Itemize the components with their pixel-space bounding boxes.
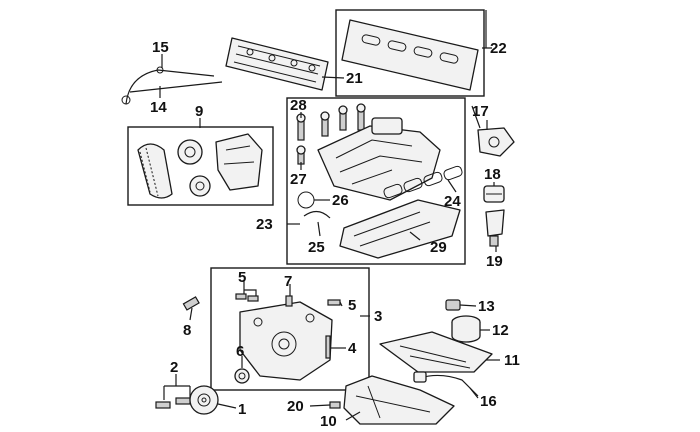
callout-5-right: 5 [348, 297, 356, 314]
dipstick [121, 81, 223, 105]
sensor [485, 209, 505, 247]
callout-11: 11 [504, 352, 520, 369]
callout-10: 10 [320, 413, 337, 430]
thermostat [483, 185, 505, 203]
callout-4: 4 [348, 340, 357, 357]
valley-cover [339, 199, 461, 259]
valve-cover-gasket [341, 19, 479, 91]
leader-lines [159, 10, 500, 421]
callout-6: 6 [236, 343, 244, 360]
callout-21: 21 [346, 70, 363, 87]
callout-26: 26 [332, 192, 349, 209]
sensor-bolt [182, 296, 200, 311]
oil-filter-bolt [445, 299, 461, 311]
callout-9: 9 [195, 103, 203, 120]
intake-gaskets [383, 165, 463, 199]
callout-15: 15 [152, 39, 169, 56]
callout-13: 13 [478, 298, 495, 315]
valve-cover [225, 37, 329, 91]
drain-plug [329, 401, 341, 409]
callout-7: 7 [284, 273, 292, 290]
crank-seal [234, 368, 250, 384]
callout-14: 14 [150, 99, 167, 116]
intake-manifold [317, 117, 441, 201]
callout-22: 22 [490, 40, 507, 57]
callout-19: 19 [486, 253, 503, 270]
callout-29: 29 [430, 239, 447, 256]
frame-timing-cover [210, 267, 370, 391]
callout-20: 20 [287, 398, 304, 415]
damper-bolts [155, 397, 191, 409]
dipstick-tube [125, 66, 215, 105]
windage-tray [379, 331, 493, 373]
callout-16: 16 [480, 393, 497, 410]
water-outlet [477, 127, 515, 157]
frame-valve-cover-gasket [335, 9, 485, 97]
oil-pan [343, 375, 455, 425]
callout-12: 12 [492, 322, 509, 339]
callout-3: 3 [374, 308, 382, 325]
callout-28: 28 [290, 97, 307, 114]
timing-chain-kit [137, 133, 263, 199]
crank-damper [189, 385, 219, 415]
callout-23: 23 [256, 216, 273, 233]
throttle-body-seal [297, 191, 315, 209]
callout-25: 25 [308, 239, 325, 256]
pcv-hose [303, 210, 331, 219]
frame-intake-manifold [286, 97, 466, 265]
cover-bolts [235, 293, 341, 307]
callout-5-left: 5 [238, 269, 246, 286]
callout-2: 2 [170, 359, 178, 376]
oil-filter [451, 315, 481, 343]
callout-18: 18 [484, 166, 501, 183]
callout-27: 27 [290, 171, 307, 188]
timing-cover [239, 301, 333, 381]
oil-pickup-tube [413, 371, 479, 397]
callout-24: 24 [444, 193, 461, 210]
callout-8: 8 [183, 322, 191, 339]
callout-17: 17 [472, 103, 489, 120]
stud [325, 335, 331, 359]
callout-1: 1 [238, 401, 246, 418]
